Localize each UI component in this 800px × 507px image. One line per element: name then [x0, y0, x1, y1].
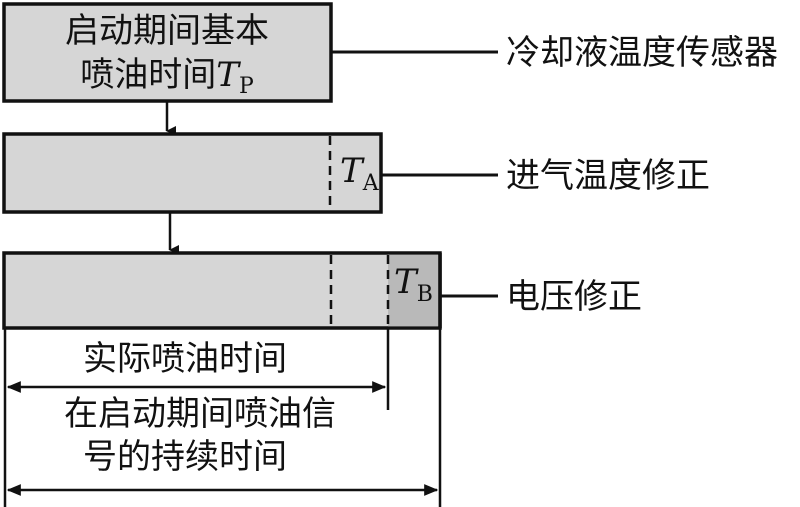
intake-temperature-correction-label: 进气温度修正	[506, 156, 710, 196]
voltage-correction-label: 电压修正	[506, 277, 642, 317]
voltage-correction-segment	[388, 254, 439, 327]
signal-duration-label-line1: 在启动期间喷油信	[64, 394, 336, 434]
voltage-correction-block	[2, 251, 442, 330]
intake-correction-block	[2, 132, 383, 214]
intake-correction-symbol: TA	[340, 151, 380, 196]
base-injection-block	[2, 2, 333, 103]
base-injection-label-line2: 喷油时间TP	[80, 55, 254, 99]
voltage-correction-symbol: TB	[394, 262, 433, 307]
actual-injection-time-label: 实际喷油时间	[83, 339, 287, 379]
signal-duration-label-line2: 号的持续时间	[83, 437, 287, 477]
base-injection-label-line1: 启动期间基本	[65, 11, 269, 51]
coolant-temperature-sensor-label: 冷却液温度传感器	[506, 33, 778, 73]
